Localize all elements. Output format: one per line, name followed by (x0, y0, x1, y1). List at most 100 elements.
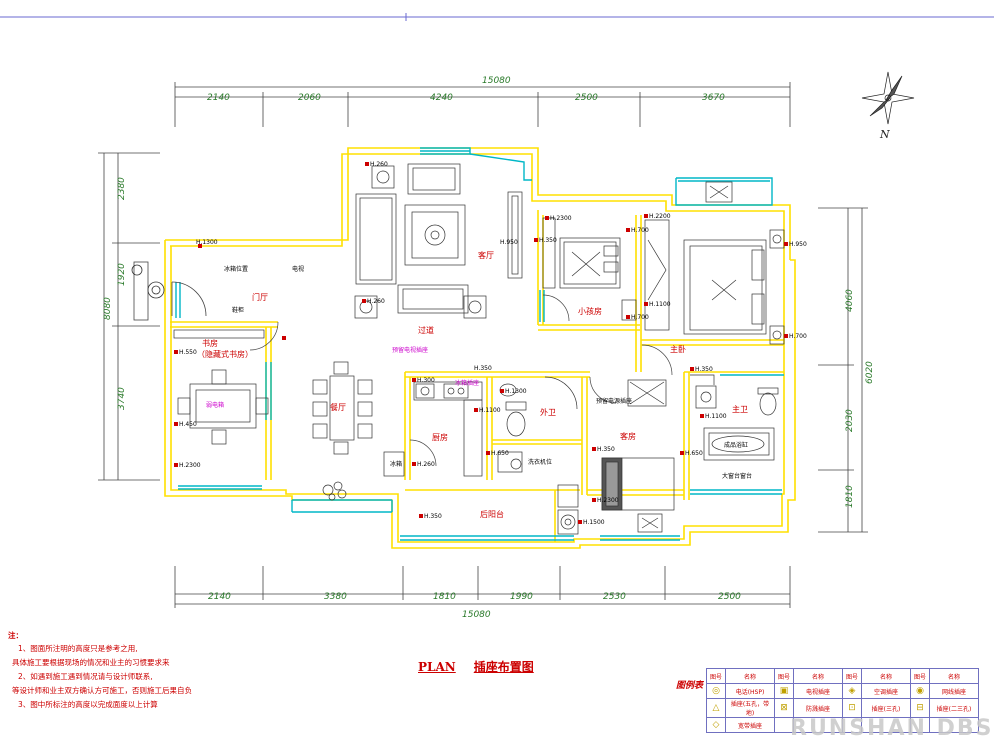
legend-row-2: 插座(五孔，带地) (725, 698, 775, 718)
tag-study-3: H.2300 (179, 462, 201, 469)
note-purple-3: 弱电箱 (206, 401, 224, 409)
dim-top-total: 15080 (482, 76, 511, 86)
tag-entrance: H.1300 (196, 239, 218, 246)
legend-header-no-2: 图号 (774, 668, 794, 684)
dim-top-2: 2060 (298, 93, 321, 103)
tag-master-1: H.2200 (649, 213, 671, 220)
dim-right-1: 4060 (845, 289, 855, 312)
socket-markers (174, 162, 788, 524)
room-dining: 餐厅 (330, 403, 346, 412)
legend-header-no-4: 图号 (910, 668, 930, 684)
tag-mwc-3: H.1100 (705, 413, 727, 420)
note-shoes: 鞋柜 (232, 306, 244, 314)
legend-row-4: 宽带插座 (725, 717, 775, 733)
tag-guest-2: H.2300 (597, 497, 619, 504)
dim-bottom-1: 2140 (208, 592, 231, 602)
tag-small-1: H.2300 (550, 215, 572, 222)
room-master-wc: 主卫 (732, 404, 748, 414)
legend-header-name: 名称 (725, 668, 775, 684)
legend-net-icon: ◉ (910, 683, 930, 699)
tag-master-3: H.950 (789, 241, 807, 248)
room-study-sub: （隐藏式书房） (197, 349, 253, 359)
entrance-door (133, 261, 207, 321)
living-sofa-set (354, 163, 523, 319)
dimension-left (98, 152, 160, 481)
dimension-top (174, 82, 791, 127)
tag-master-4: H.700 (789, 333, 807, 340)
dim-right-3: 1810 (845, 485, 855, 508)
legend-table: 图号 名称 图号 名称 图号 名称 图号 名称 ◎ 电话(HSP) ▣ 电视插座… (706, 668, 979, 733)
room-master: 主卧 (670, 344, 686, 354)
tag-kitchen-2: H.260 (417, 461, 435, 468)
dim-bottom-3: 1810 (433, 592, 456, 602)
tag-living-2: H.260 (367, 298, 385, 305)
dim-right-2: 2030 (845, 409, 855, 432)
note-2a: 2、如遇到施工遇到情况请与设计师联系, (18, 672, 153, 681)
plan-title: PLAN 插座布置图 (418, 658, 534, 675)
legend-header-name-4: 名称 (929, 668, 979, 684)
dim-bottom-4: 1990 (510, 592, 533, 602)
room-small-bed: 小孩房 (578, 306, 602, 316)
legend-empty-3 (929, 717, 979, 733)
legend-row-3: 防溅插座 (793, 698, 843, 718)
windows (175, 147, 784, 541)
room-study: 书房 (202, 338, 218, 348)
tag-master-2: H.1100 (649, 301, 671, 308)
small-bedroom-furniture (542, 217, 637, 321)
legend-two-three-icon: ⊟ (910, 698, 930, 718)
room-outer-wc: 外卫 (540, 407, 556, 417)
note-1a: 1、图面所注明的高度只是参考之用, (18, 644, 138, 653)
tag-living-1: H.260 (370, 161, 388, 168)
tag-balcony-2: H.350 (424, 513, 442, 520)
note-laundry: 洗衣机位 (528, 458, 552, 466)
tag-balcony-1: H.1500 (583, 519, 605, 526)
plan-title-cn: 插座布置图 (473, 660, 534, 674)
note-fridge2: 冰箱位置 (224, 265, 248, 273)
legend-header-name-3: 名称 (861, 668, 911, 684)
dim-right-total: 6020 (865, 361, 875, 384)
legend-header-name-2: 名称 (793, 668, 843, 684)
dimension-right (818, 207, 868, 533)
legend-header-no-3: 图号 (842, 668, 862, 684)
room-kitchen: 厨房 (432, 432, 448, 442)
dim-left-2: 1920 (117, 263, 127, 286)
note-1b: 具体施工要根据现场的情况和业主的习惯要求来 (12, 658, 170, 667)
outdoor-ac-unit (131, 264, 165, 299)
legend-broadband-icon: ◇ (706, 717, 726, 733)
dim-top-1: 2140 (207, 93, 230, 103)
dim-left-1: 2380 (117, 177, 127, 200)
legend-row-6: 空调插座 (861, 683, 911, 699)
tag-mwc-1: H.650 (685, 450, 703, 457)
watermark-logo: RUNSHAN DBS (790, 716, 994, 741)
tag-kitchen-1: H.300 (417, 377, 435, 384)
interior-doors (249, 294, 673, 467)
legend-phone-icon: ◎ (706, 683, 726, 699)
plant-pots (322, 481, 347, 501)
tag-study-2: H.450 (179, 421, 197, 428)
legend-five-hole-icon: △ (706, 698, 726, 718)
legend-row-8: 插座(三孔) (861, 698, 911, 718)
note-3: 3、图中所标注的高度以完成面度以上计算 (18, 700, 158, 709)
note-red-top: 预留电源插座 (596, 397, 632, 405)
tag-study-1: H.550 (179, 349, 197, 356)
back-balcony-fixtures (557, 484, 579, 535)
legend-title: 图例表 (676, 681, 704, 691)
tag-wc-1: H.1300 (505, 388, 527, 395)
tag-guest-1: H.350 (597, 446, 615, 453)
master-bath-fixtures (690, 374, 779, 461)
plan-title-en: PLAN (418, 660, 456, 674)
study-furniture (173, 329, 269, 445)
tag-kitchen-4: H.650 (491, 450, 509, 457)
note-purple-1: 预留电视插座 (392, 346, 428, 354)
legend-row-1: 电话(HSP) (725, 683, 775, 699)
tag-kitchen-3: H.1100 (479, 407, 501, 414)
dim-bottom-2: 3380 (324, 592, 347, 602)
legend-splash-icon: ⊠ (774, 698, 794, 718)
dining-table (312, 361, 373, 455)
tag-small-2: H.350 (539, 237, 557, 244)
outer-wc-fixtures (497, 376, 578, 473)
guest-room-furniture (601, 379, 675, 533)
dim-bottom-5: 2530 (603, 592, 626, 602)
room-corridor: 过道 (418, 325, 434, 335)
